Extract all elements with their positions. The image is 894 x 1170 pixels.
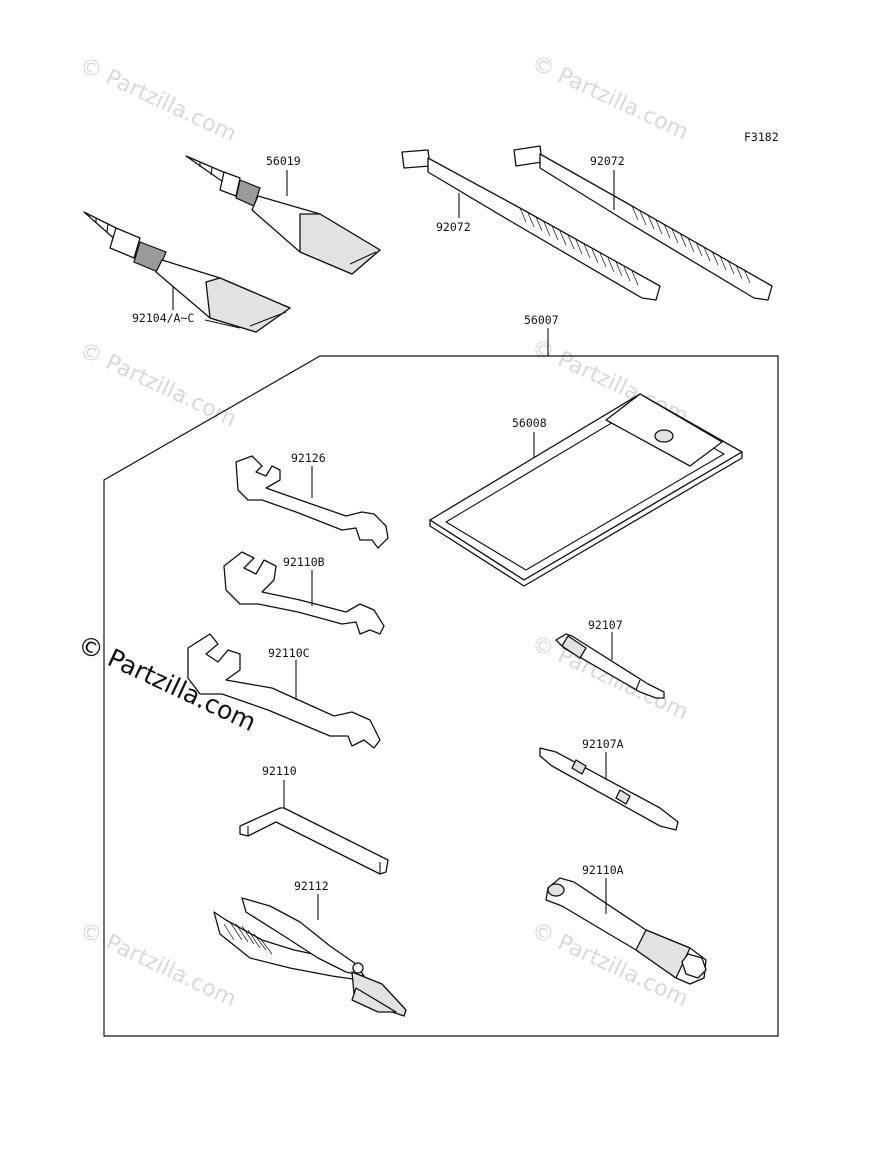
grease-tube-large[interactable]: [83, 211, 291, 333]
figure-code: F3182: [744, 130, 779, 144]
callout-92107A: 92107A: [582, 737, 624, 751]
callout-92126: 92126: [291, 451, 326, 465]
callout-56008: 56008: [512, 416, 547, 430]
cable-tie-right[interactable]: [513, 145, 773, 301]
screwdriver[interactable]: [555, 632, 665, 699]
watermark-2: © Partzilla.com: [527, 51, 691, 145]
watermark-5: © Partzilla.com: [527, 631, 691, 725]
watermark-1: © Partzilla.com: [75, 53, 239, 147]
screwdriver-bit[interactable]: [539, 747, 679, 831]
callout-92110: 92110: [262, 764, 297, 778]
wrench-92126[interactable]: [235, 455, 389, 549]
wrench-92110C[interactable]: [187, 633, 381, 749]
cable-tie-left[interactable]: [401, 149, 661, 301]
wrench-92110B[interactable]: [223, 551, 385, 635]
callout-56007: 56007: [524, 313, 559, 327]
callout-92104: 92104/A~C: [132, 311, 194, 325]
tool-bag[interactable]: [429, 393, 743, 587]
callout-92072-left: 92072: [436, 220, 471, 234]
callout-92110B: 92110B: [283, 555, 325, 569]
callout-92112: 92112: [294, 879, 329, 893]
callout-92072-right: 92072: [590, 154, 625, 168]
pliers[interactable]: [213, 894, 407, 1017]
plug-wrench[interactable]: [545, 877, 707, 985]
callout-92110C: 92110C: [268, 646, 310, 660]
tool-kit-frame: [103, 328, 779, 1037]
hex-key[interactable]: [239, 780, 389, 875]
watermark-3: © Partzilla.com: [75, 338, 239, 432]
callout-56019: 56019: [266, 154, 301, 168]
watermark-6: © Partzilla.com: [75, 918, 239, 1012]
grease-tube-small[interactable]: [185, 155, 381, 275]
callout-92107: 92107: [588, 618, 623, 632]
callout-92110A: 92110A: [582, 863, 624, 877]
